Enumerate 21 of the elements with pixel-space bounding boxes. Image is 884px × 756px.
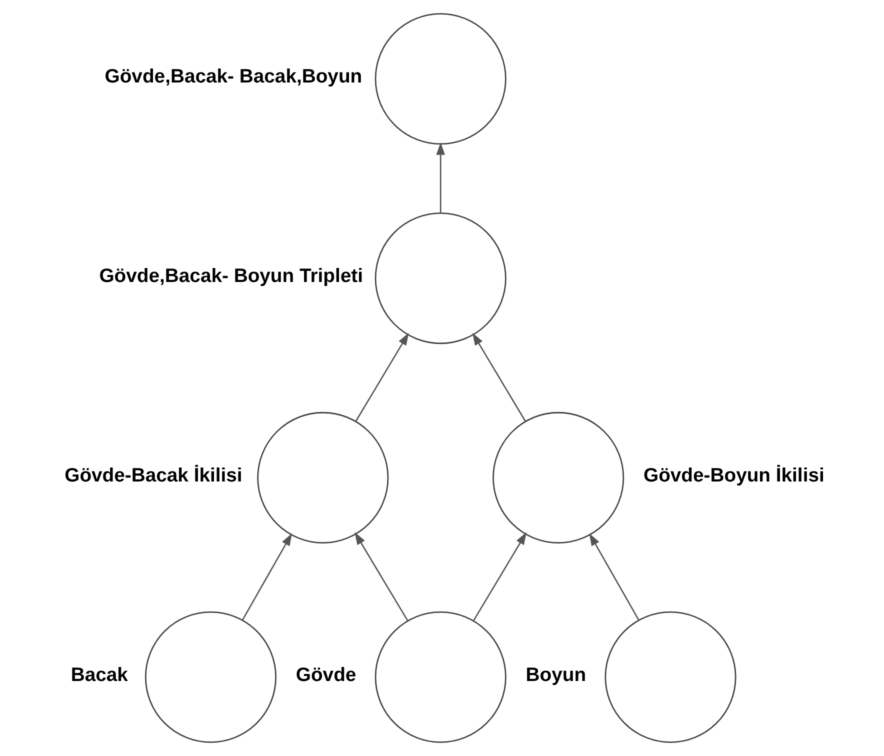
- arrow: [355, 332, 409, 422]
- arrow: [242, 533, 292, 620]
- node-circle: [604, 611, 736, 743]
- node-label: Gövde-Boyun İkilisi: [644, 464, 824, 486]
- node-label: Gövde: [296, 664, 356, 686]
- node-circle: [257, 412, 389, 544]
- node-circle: [144, 611, 276, 743]
- node-label: Boyun: [526, 664, 586, 686]
- arrow: [473, 532, 527, 621]
- arrow: [589, 533, 640, 620]
- arrow: [472, 332, 526, 422]
- node-circle: [492, 412, 624, 544]
- node-label: Gövde-Bacak İkilisi: [64, 464, 242, 486]
- node-circle: [374, 13, 506, 145]
- node-label: Gövde,Bacak- Bacak,Boyun: [104, 66, 362, 88]
- node-circle: [374, 611, 506, 743]
- node-label: Bacak: [70, 664, 128, 686]
- arrow: [436, 142, 445, 214]
- arrow: [354, 532, 408, 621]
- node-circle: [374, 212, 506, 344]
- node-label: Gövde,Bacak- Boyun Tripleti: [99, 265, 364, 288]
